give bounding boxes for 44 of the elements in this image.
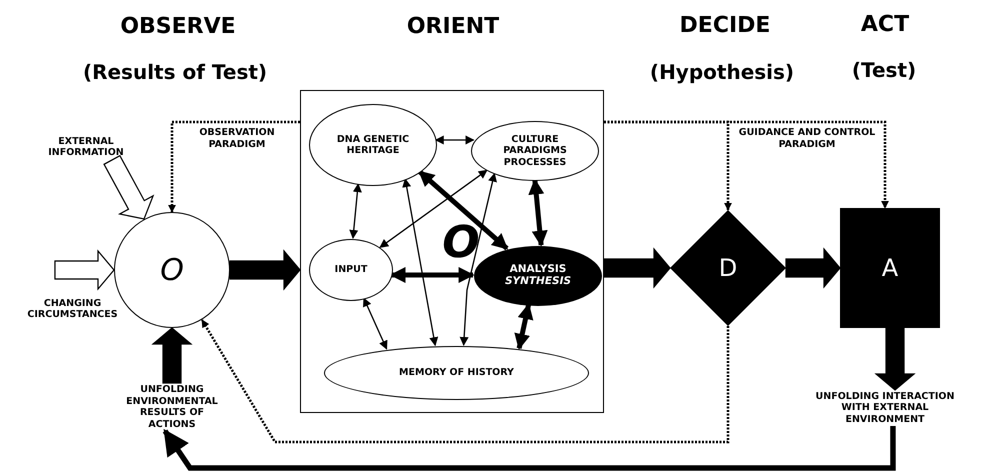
node-label: O	[160, 254, 184, 286]
arrow	[379, 170, 488, 248]
dotted-arrow	[200, 319, 730, 444]
block-arrow	[151, 327, 193, 384]
node-label: A	[882, 254, 898, 282]
phase-title: ACT	[860, 12, 910, 37]
action-box	[840, 208, 940, 328]
arrow	[418, 170, 509, 250]
node-label: INPUT	[334, 264, 368, 276]
annotation-text: UNFOLDING ENVIRONMENTAL RESULTS OF ACTIONS	[125, 384, 219, 430]
node-label: ANALYSIS SYNTHESIS	[504, 264, 572, 288]
block-arrow	[229, 249, 301, 291]
block-arrow	[603, 247, 671, 289]
arrow	[528, 178, 548, 247]
phase-subtitle: (Test)	[852, 58, 916, 82]
decision-diamond	[670, 210, 786, 326]
arrow	[363, 297, 388, 350]
block-arrow	[785, 247, 841, 289]
dotted-arrow	[168, 120, 300, 213]
annotation-text: UNFOLDING INTERACTION WITH EXTERNAL ENVIRONMENT	[814, 390, 956, 426]
arrow	[162, 426, 896, 471]
phase-subtitle: (Results of Test)	[82, 60, 268, 84]
panel-letter: O	[441, 219, 481, 268]
arrow	[390, 267, 475, 283]
block-arrow	[103, 154, 154, 220]
node-label: MEMORY OF HISTORY	[398, 367, 515, 379]
phase-title: ORIENT	[406, 14, 500, 39]
block-arrow	[874, 327, 916, 391]
annotation-text: CHANGING CIRCUMSTANCES	[26, 298, 119, 320]
node-label: CULTURE PARADIGMS PROCESSES	[502, 134, 568, 168]
phase-title: OBSERVE	[120, 14, 236, 39]
block-arrow	[54, 249, 115, 291]
arrow	[434, 136, 475, 144]
phase-subtitle: (Hypothesis)	[650, 60, 794, 84]
arrow	[514, 303, 534, 350]
arrow	[402, 178, 438, 346]
arrow	[349, 183, 362, 239]
orient-panel	[300, 90, 604, 413]
dotted-arrow	[604, 120, 889, 209]
arrow	[460, 172, 497, 346]
annotation-text: EXTERNAL INFORMATION	[47, 136, 125, 158]
phase-title: DECIDE	[680, 13, 770, 38]
node-label: D	[718, 254, 738, 282]
node-label: DNA GENETIC HERITAGE	[336, 134, 410, 156]
